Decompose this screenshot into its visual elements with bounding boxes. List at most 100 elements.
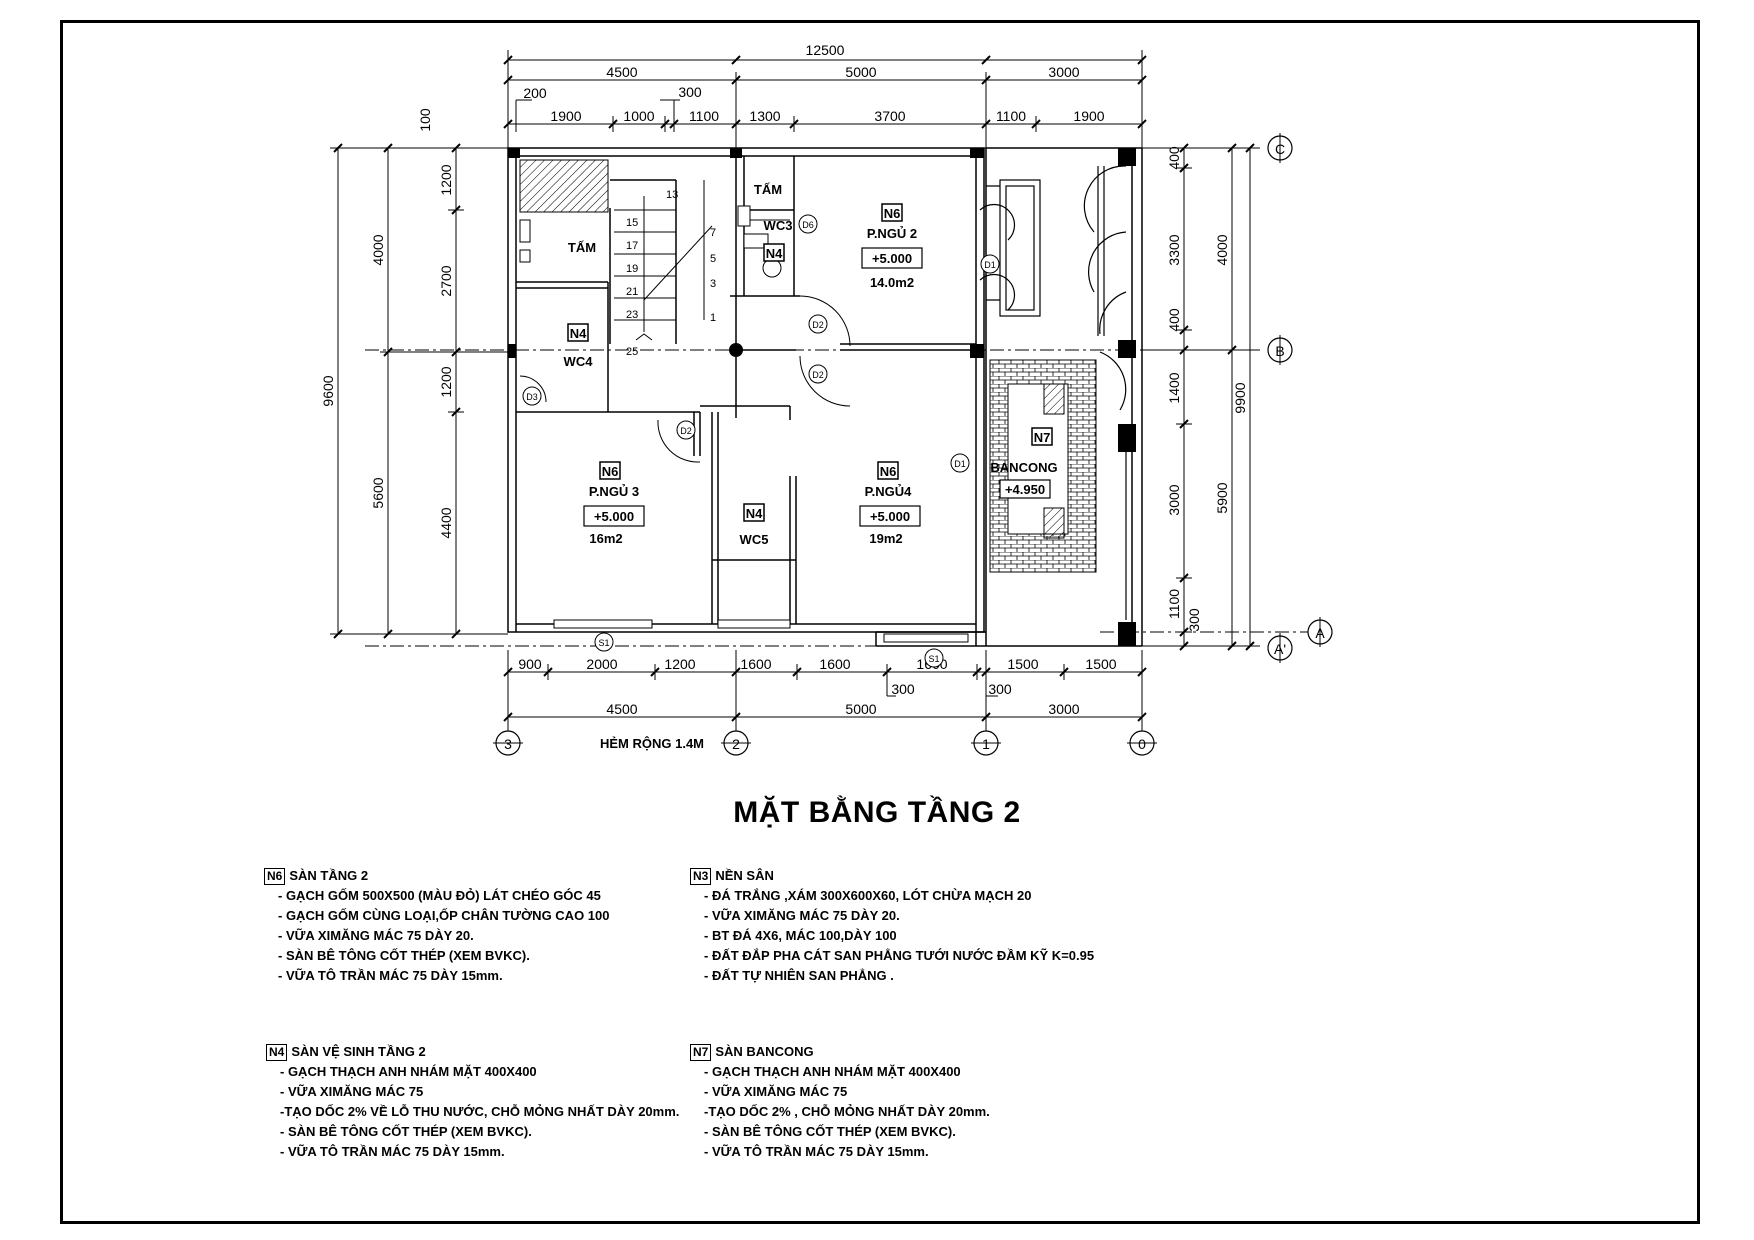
label-tam-2: TẤM [568, 240, 596, 255]
spec-n7-line-1: - GẠCH THẠCH ANH NHÁM MẶT 400X400 [704, 1064, 961, 1079]
room-bancong-level: +4.950 [1005, 482, 1045, 497]
dim-seg-right-7: 300 [1186, 608, 1202, 632]
dim-small-300: 300 [678, 84, 702, 100]
dim-seg-top-1: 1900 [550, 108, 581, 124]
axis-col-1: 1 [982, 736, 990, 752]
dim-seg-bot-2: 2000 [586, 656, 617, 672]
window-s1-b: S1 [928, 654, 939, 664]
dim-bay-top-2: 5000 [845, 64, 876, 80]
room-wc4-name: WC4 [564, 354, 594, 369]
room-ngu3-name: P.NGỦ 3 [589, 484, 639, 499]
dim-seg-right-4: 1400 [1166, 372, 1182, 403]
room-ngu3-level: +5.000 [594, 509, 634, 524]
spec-n7-tag: N7 [690, 1043, 712, 1061]
stair-19: 19 [626, 263, 638, 275]
axis-col-3: 3 [504, 736, 512, 752]
spec-n3-line-3: - BT ĐÁ 4X6, MÁC 100,DÀY 100 [704, 928, 897, 943]
door-d6: D6 [802, 220, 814, 230]
axis-col-2: 2 [732, 736, 740, 752]
axis-row-a: A [1315, 625, 1325, 641]
room-wc3-name: WC3 [764, 218, 793, 233]
label-tam-1: TẤM [754, 182, 782, 197]
axis-row-c: C [1275, 141, 1285, 157]
door-d2-c: D2 [680, 426, 692, 436]
dim-seg-left-2: 2700 [438, 265, 454, 296]
staircase [614, 180, 790, 341]
room-wc5-name: WC5 [740, 532, 769, 547]
dimensions-left [330, 147, 508, 635]
room-wc5-tag: N4 [746, 506, 763, 521]
spec-n4-line-3: -TẠO DỐC 2% VỀ LỖ THU NƯỚC, CHỖ MỎNG NHẤ… [280, 1104, 680, 1119]
dim-seg-right-5: 3000 [1166, 484, 1182, 515]
door-d3: D3 [526, 392, 538, 402]
dim-overall-right: 9900 [1232, 382, 1248, 413]
dim-seg-bot-4: 1600 [740, 656, 771, 672]
spec-n4-line-5: - VỮA TÔ TRẦN MÁC 75 DÀY 15mm. [280, 1144, 505, 1159]
spec-n7-line-4: - SÀN BÊ TÔNG CỐT THÉP (XEM BVKC). [704, 1124, 956, 1139]
room-ngu3-area: 16m2 [589, 531, 622, 546]
planter [519, 159, 609, 213]
stair-25: 25 [626, 346, 638, 358]
room-ngu2-level: +5.000 [872, 251, 912, 266]
dim-small-bot-1: 300 [891, 681, 915, 697]
dim-small-200: 200 [523, 85, 547, 101]
dim-seg-right-3: 400 [1166, 308, 1182, 332]
stair-13: 13 [666, 189, 678, 201]
room-ngu2-name: P.NGỦ 2 [867, 226, 917, 241]
spec-n7-line-3: -TẠO DỐC 2% , CHỖ MỎNG NHẤT DÀY 20mm. [704, 1104, 990, 1119]
spec-n6-line-4: - SÀN BÊ TÔNG CỐT THÉP (XEM BVKC). [278, 948, 530, 963]
stair-17: 17 [626, 240, 638, 252]
spec-n3-tag: N3 [690, 867, 712, 885]
dim-bay-left-1: 4000 [370, 234, 386, 265]
dim-seg-bot-3: 1200 [664, 656, 695, 672]
spec-n4-line-2: - VỮA XIMĂNG MÁC 75 [280, 1084, 424, 1099]
spec-n7-line-2: - VỮA XIMĂNG MÁC 75 [704, 1084, 848, 1099]
dim-seg-top-3: 1100 [689, 108, 719, 124]
spec-n3-title: NỀN SÂN [715, 868, 774, 883]
dim-bay-left-2: 5600 [370, 477, 386, 508]
spec-n7-line-5: - VỮA TÔ TRẦN MÁC 75 DÀY 15mm. [704, 1144, 929, 1159]
spec-n6-line-5: - VỮA TÔ TRẦN MÁC 75 DÀY 15mm. [278, 968, 503, 983]
dim-bay-right-2: 5900 [1214, 482, 1230, 513]
door-d1-a: D1 [984, 260, 996, 270]
stair-15: 15 [626, 217, 638, 229]
spec-n6-line-2: - GẠCH GỐM CÙNG LOẠI,ỐP CHÂN TƯỜNG CAO 1… [278, 908, 610, 923]
spec-n6-line-1: - GẠCH GỐM 500X500 (MÀU ĐỎ) LÁT CHÉO GÓC… [278, 888, 601, 903]
dim-bay-bot-3: 3000 [1048, 701, 1079, 717]
dim-seg-bot-7: 1500 [1007, 656, 1038, 672]
stair-1: 1 [710, 312, 716, 324]
room-ngu4-area: 19m2 [869, 531, 902, 546]
room-ngu2-area: 14.0m2 [870, 275, 914, 290]
room-ngu3-tag: N6 [602, 464, 619, 479]
stair-5: 5 [710, 253, 716, 265]
dim-seg-bot-8: 1500 [1085, 656, 1116, 672]
dim-bay-top-3: 3000 [1048, 64, 1079, 80]
spec-n4-title: SÀN VỆ SINH TẦNG 2 [291, 1044, 426, 1059]
room-bancong-name: BANCONG [990, 460, 1057, 475]
dim-small-bot-2: 300 [988, 681, 1012, 697]
dim-seg-left-4: 4400 [438, 507, 454, 538]
dim-seg-right-2: 3300 [1166, 234, 1182, 265]
spec-n6-tag: N6 [264, 867, 286, 885]
spec-n6-title: SÀN TẦNG 2 [289, 868, 369, 883]
spec-n4-tag: N4 [266, 1043, 288, 1061]
dim-seg-right-6: 1100 [1166, 589, 1182, 619]
dim-seg-left-1: 1200 [438, 164, 454, 195]
dim-seg-top-6: 1100 [996, 108, 1026, 124]
spec-n3-line-5: - ĐẤT TỰ NHIÊN SAN PHẲNG . [704, 968, 894, 983]
dim-bay-bot-2: 5000 [845, 701, 876, 717]
room-wc4-tag: N4 [570, 326, 587, 341]
stair-21: 21 [626, 286, 638, 298]
window-s1-a: S1 [598, 638, 609, 648]
room-wc3-tag: N4 [766, 246, 783, 261]
dim-seg-bot-1: 900 [518, 656, 542, 672]
drawing-frame [60, 20, 1700, 1224]
dim-seg-top-7: 1900 [1073, 108, 1104, 124]
spec-n7-title: SÀN BANCONG [715, 1044, 814, 1059]
dimensions-top [507, 50, 1143, 150]
